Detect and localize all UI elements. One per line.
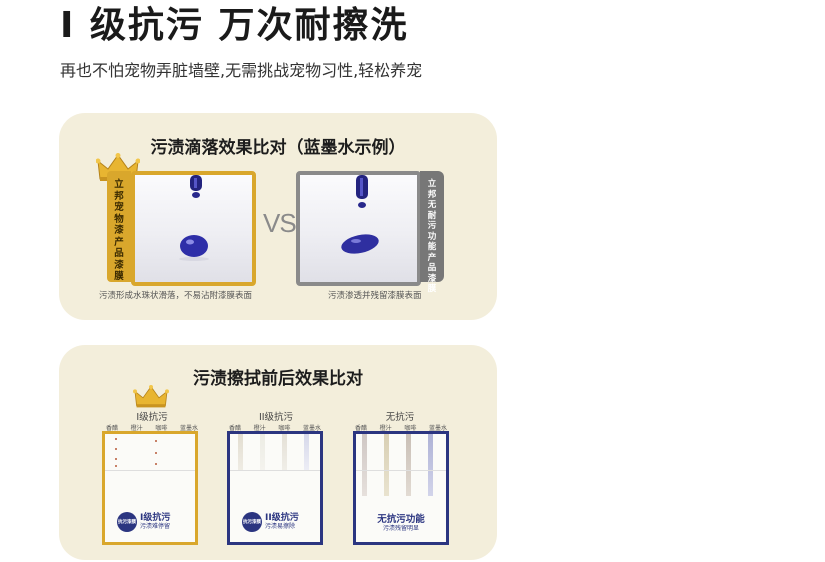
page-subtitle: 再也不怕宠物弄脏墙壁,无需挑战宠物习性,轻松养宠	[60, 61, 423, 80]
stain-dot	[155, 452, 157, 454]
grade-badge-1: 抗污漆膜 I级抗污 污渍难停留	[117, 512, 170, 532]
stain-label: 蓝墨水	[302, 425, 321, 432]
tag-char: 漆	[114, 259, 124, 271]
stain-dot	[155, 440, 157, 442]
other-paint-caption: 污渍渗透并残留漆膜表面	[328, 291, 422, 301]
vinegar-streak	[238, 434, 243, 470]
grade-label-3: 无抗污	[385, 412, 415, 423]
stain-label: 香醋	[106, 425, 119, 432]
tag-char: 宠	[114, 202, 124, 213]
stain-label: 咖啡	[278, 425, 291, 432]
tag-char: 邦	[114, 190, 124, 202]
tag-char: 产	[427, 252, 437, 263]
badge-sub: 污渍易擦除	[265, 523, 296, 530]
tag-char: 漆	[114, 225, 124, 236]
tag-char: 立	[427, 179, 437, 189]
stain-label: 咖啡	[404, 425, 417, 432]
tag-char: 产	[114, 236, 124, 248]
stain-dot	[115, 465, 117, 467]
wipe-line	[105, 470, 195, 471]
grade-label-2: II级抗污	[258, 412, 294, 423]
vinegar-streak	[362, 434, 367, 496]
wipe-line	[356, 470, 446, 471]
badge-sub: 污渍残留明显	[382, 525, 419, 532]
stain-column-labels-3: 香醋 橙汁 咖啡 蓝墨水	[355, 423, 447, 432]
stain-dot	[115, 458, 117, 460]
badge-emblem: 抗污漆膜	[117, 512, 137, 532]
coffee-streak	[406, 434, 411, 496]
badge-main: 无抗污功能	[377, 514, 425, 525]
nippon-pet-paint-tag: 立邦宠物漆产品漆膜	[107, 171, 131, 282]
wipe-line	[230, 470, 320, 471]
tag-char: 物	[114, 213, 124, 225]
tag-char: 能	[427, 242, 437, 252]
droplet-comparison-panel: 污渍滴落效果比对（蓝墨水示例） 立邦宠物漆产品漆膜 VS 立邦无耐污功	[59, 113, 497, 320]
tag-char: 品	[427, 263, 437, 273]
swatch-no-stain-resistance: 无抗污功能 污渍残留明显	[353, 431, 449, 545]
badge-sub: 污渍难停留	[140, 523, 171, 530]
pet-paint-caption: 污渍形成水珠状滑落，不易沾附漆膜表面	[99, 291, 253, 301]
other-paint-tag: 立邦无耐污功能产品漆膜	[420, 171, 444, 294]
ink-streak	[428, 434, 433, 496]
stain-dot	[115, 438, 117, 440]
tag-char: 漆	[427, 273, 437, 284]
badge-main: II级抗污	[265, 513, 299, 523]
badge-main: I级抗污	[140, 513, 171, 523]
badge-emblem: 抗污漆膜	[242, 512, 262, 532]
tag-char: 耐	[427, 210, 437, 221]
stain-label: 蓝墨水	[179, 425, 198, 432]
swatch-grade-1: 抗污漆膜 I级抗污 污渍难停留	[102, 431, 198, 545]
stain-label: 咖啡	[155, 425, 168, 432]
vs-label: VS	[263, 208, 297, 238]
stain-label: 蓝墨水	[428, 425, 447, 432]
stain-label: 橙汁	[379, 425, 392, 432]
stain-column-labels-2: 香醋 橙汁 咖啡 蓝墨水	[229, 423, 321, 432]
stain-label: 香醋	[229, 425, 242, 432]
beading-droplet-image	[179, 175, 209, 261]
grade-label-1: I级抗污	[136, 412, 168, 423]
spreading-stain-image	[341, 175, 379, 254]
tag-char: 污	[427, 221, 437, 231]
droplet-panel-title: 污渍滴落效果比对（蓝墨水示例）	[150, 138, 406, 158]
swatch-grade-2: 抗污漆膜 II级抗污 污渍易擦除	[227, 431, 323, 545]
coffee-streak	[282, 434, 287, 470]
left-tag-text: 立邦宠物漆产品漆膜	[107, 179, 131, 283]
tag-char: 邦	[427, 189, 437, 200]
tag-char: 品	[114, 248, 124, 259]
stain-label: 橙汁	[253, 425, 266, 432]
stain-label: 橙汁	[130, 425, 143, 432]
juice-streak	[384, 434, 389, 496]
ink-streak	[304, 434, 309, 470]
stain-dot	[155, 463, 157, 465]
droplet-photo-other-paint	[296, 171, 421, 286]
tag-char: 无	[427, 200, 437, 210]
page-title: I 级抗污 万次耐擦洗	[60, 5, 409, 46]
tag-char: 立	[114, 179, 124, 190]
stain-label: 香醋	[355, 425, 368, 432]
wipe-panel-title: 污渍擦拭前后效果比对	[193, 369, 363, 389]
stain-dot	[115, 448, 117, 450]
grade-badge-2: 抗污漆膜 II级抗污 污渍易擦除	[242, 512, 299, 532]
tag-char: 功	[427, 231, 437, 242]
stain-column-labels-1: 香醋 橙汁 咖啡 蓝墨水	[106, 423, 198, 432]
grade-badge-3: 无抗污功能 污渍残留明显	[356, 514, 446, 533]
juice-streak	[260, 434, 265, 470]
droplet-photo-pet-paint	[131, 171, 256, 286]
crown-icon	[133, 385, 169, 408]
wipe-comparison-panel: 污渍擦拭前后效果比对 I级抗污 香醋 橙汁 咖啡 蓝墨水 抗污漆膜 I级抗污 污…	[59, 345, 497, 560]
right-tag-text: 立邦无耐污功能产品漆膜	[420, 179, 444, 295]
tag-char: 膜	[427, 284, 437, 294]
tag-char: 膜	[114, 271, 124, 282]
